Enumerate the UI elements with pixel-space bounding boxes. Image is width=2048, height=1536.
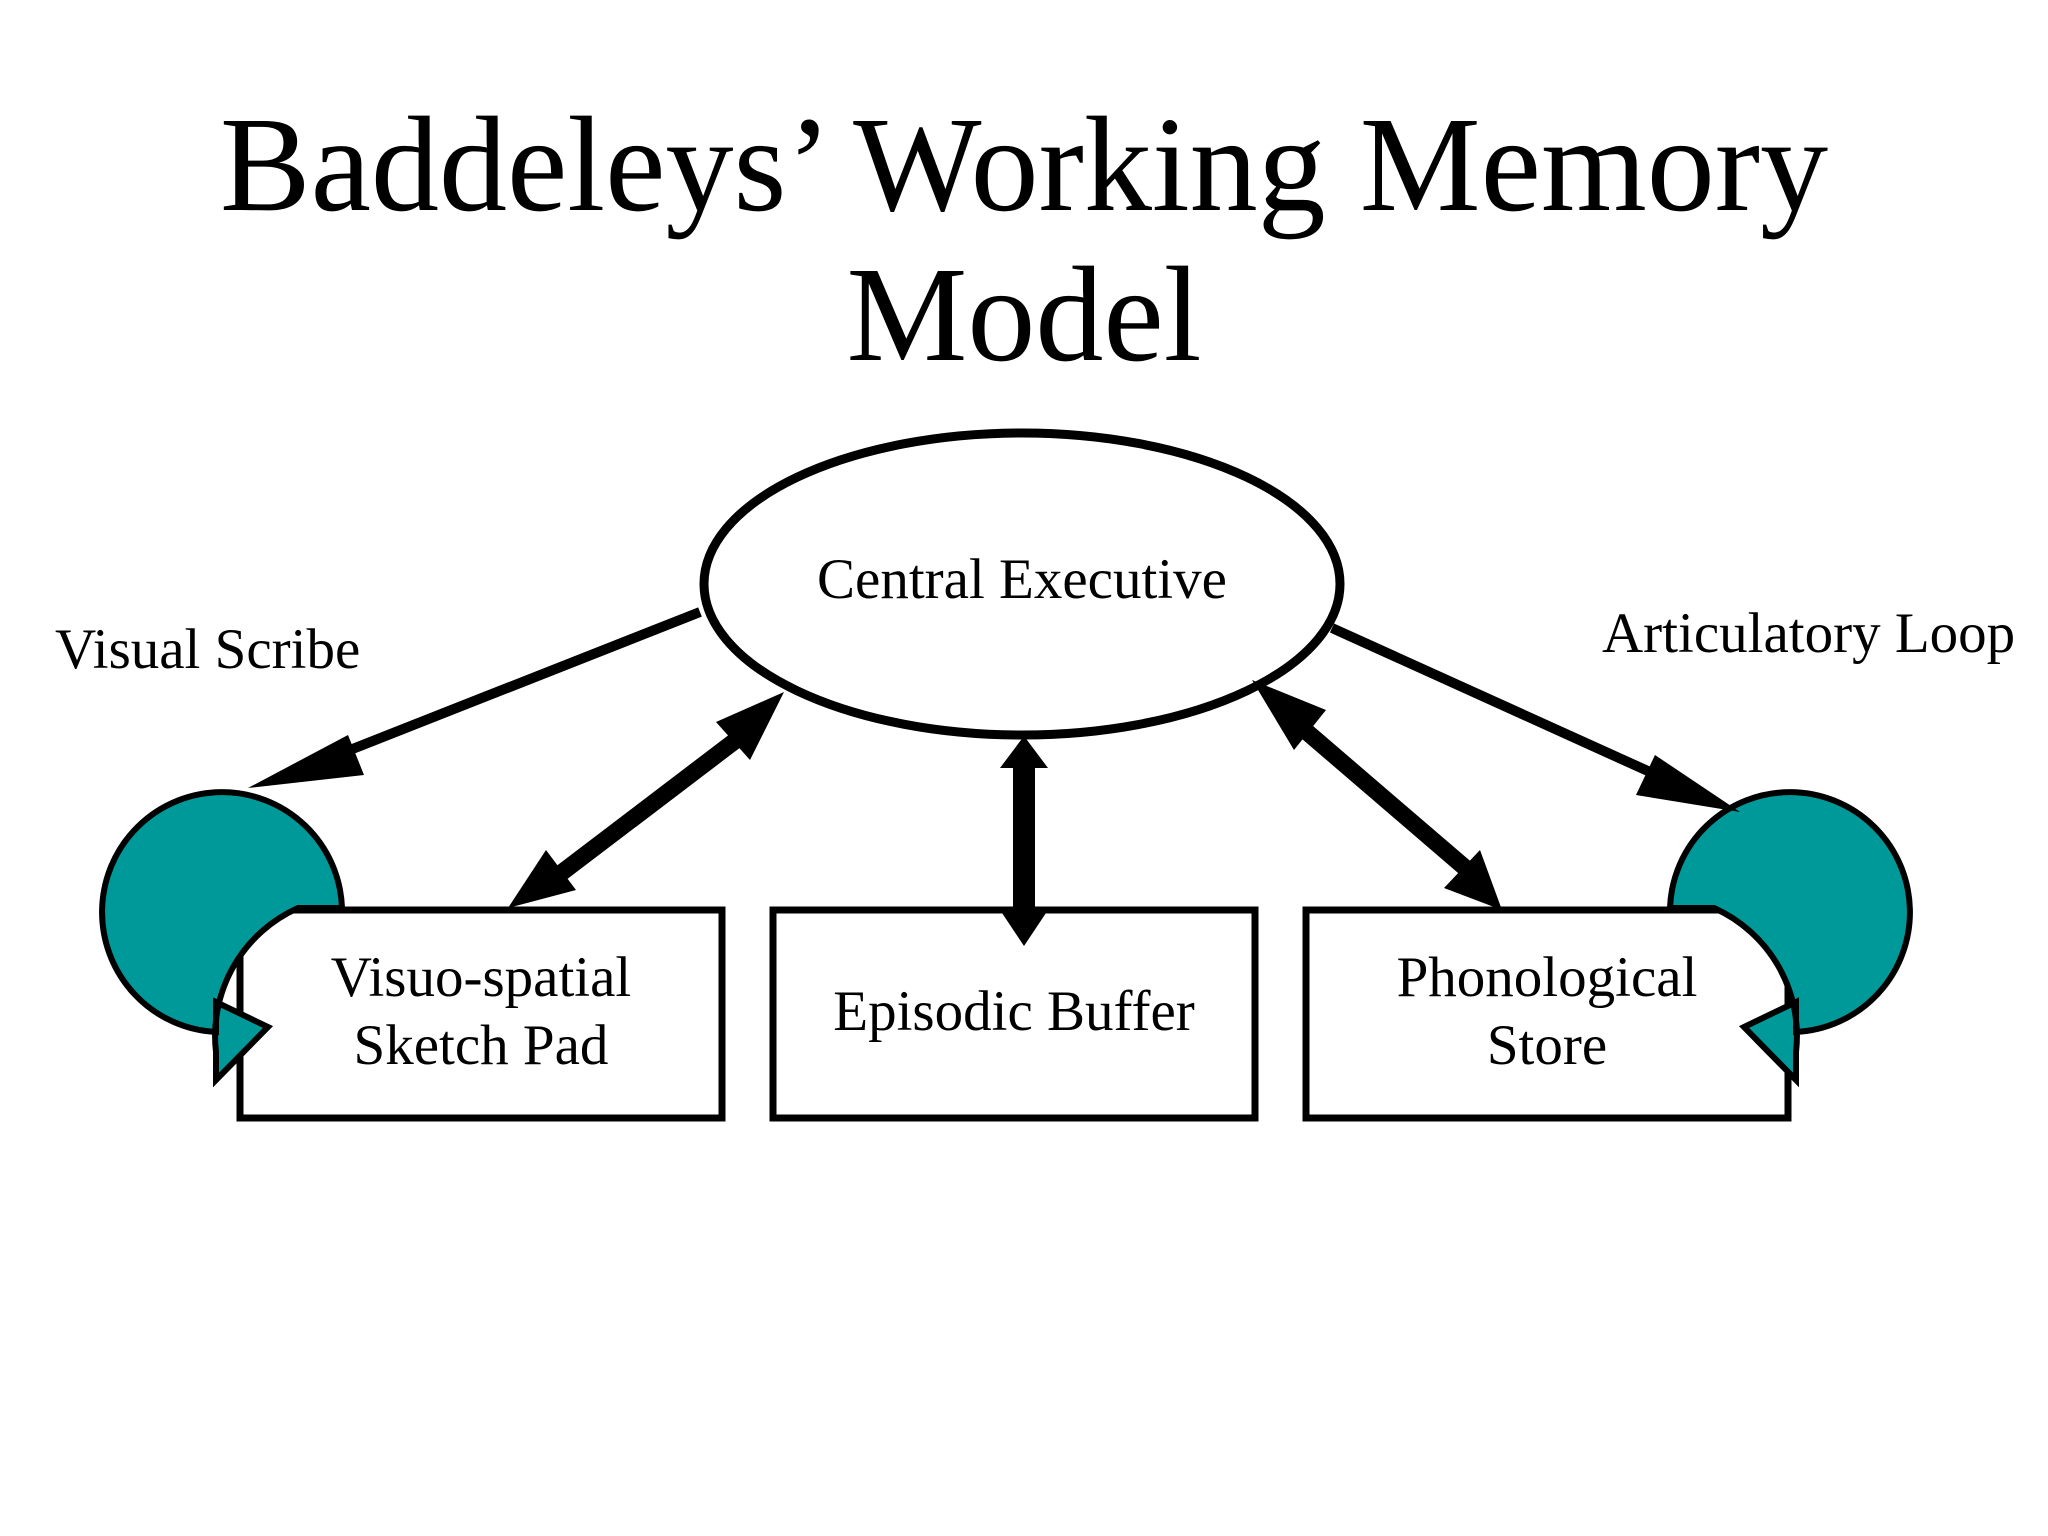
arrow-executive-to-articulatory-loop (1329, 623, 1653, 777)
arrowhead-executive-visuo-spatial-bottom (508, 850, 576, 908)
phonological-label-line-2: Store (1486, 1014, 1608, 1077)
arrowhead-executive-visuo-spatial-top (716, 692, 784, 760)
phonological-label-line-1: Phonological (1396, 946, 1698, 1009)
arrow-executive-to-visual-scribe (348, 607, 702, 755)
arrowhead-executive-episodic-bottom (1000, 910, 1048, 946)
title-line-2: Model (846, 240, 1202, 390)
title-line-1: Baddeleys’ Working Memory (219, 90, 1829, 240)
arrow-executive-visuo-spatial-shaft (546, 727, 750, 887)
articulatory-loop-arrow (1666, 789, 1913, 1088)
articulatory-loop-label: Articulatory Loop (1602, 602, 2016, 665)
visuo-spatial-label-line-2: Sketch Pad (353, 1014, 609, 1077)
visual-scribe-loop-arrow (99, 789, 346, 1088)
episodic-buffer-label: Episodic Buffer (833, 980, 1195, 1043)
arrowhead-visual-scribe (248, 735, 364, 788)
arrowhead-articulatory-loop (1636, 755, 1740, 812)
arrowhead-executive-episodic-top (1000, 736, 1048, 768)
arrow-executive-episodic-shaft (1013, 768, 1035, 910)
central-executive-label: Central Executive (817, 548, 1227, 611)
visuo-spatial-box (236, 906, 726, 1122)
central-executive-ellipse (699, 428, 1345, 740)
arrowhead-executive-phonological-bottom (1444, 850, 1502, 910)
arrowhead-executive-phonological-top (1252, 680, 1326, 750)
visual-scribe-label: Visual Scribe (55, 618, 361, 681)
arrow-executive-phonological-shaft (1294, 719, 1476, 879)
visuo-spatial-label-line-1: Visuo-spatial (330, 946, 632, 1009)
phonological-box (1302, 906, 1792, 1122)
